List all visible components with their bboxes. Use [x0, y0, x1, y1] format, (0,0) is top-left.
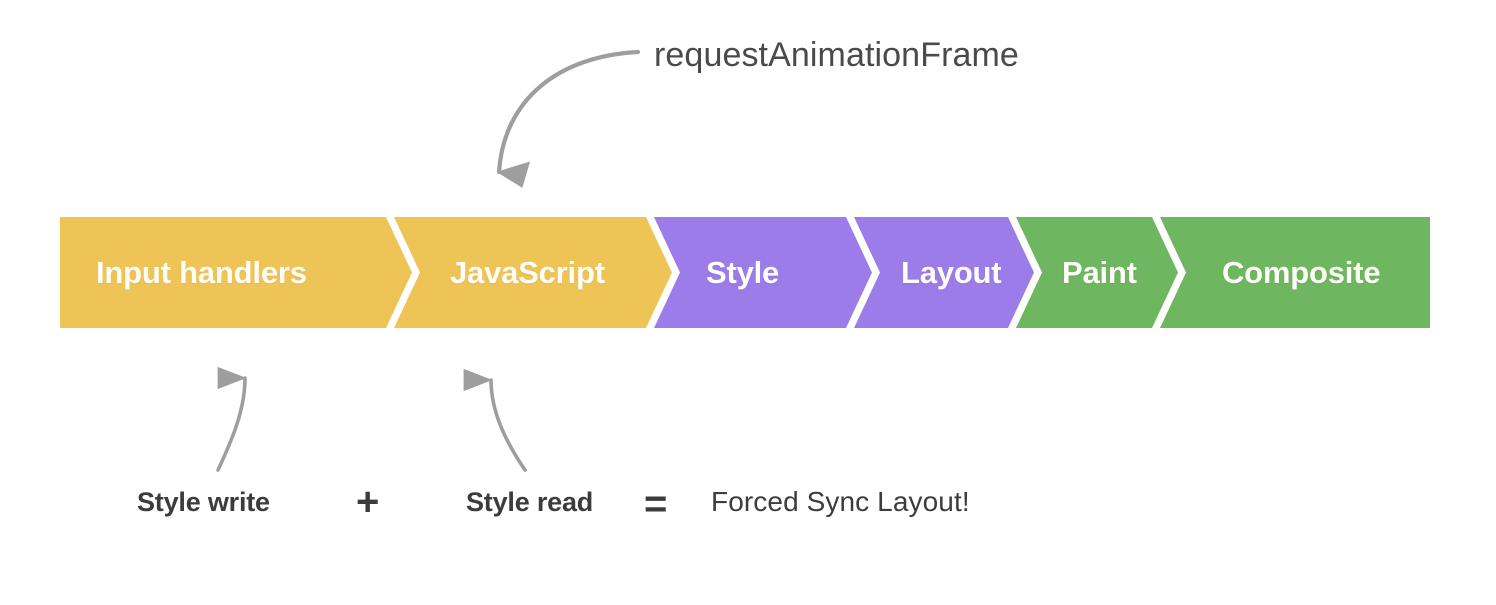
arrow-style-read-to-javascript: [463, 368, 527, 472]
pipeline-stage-composite[interactable]: Composite: [1160, 217, 1430, 328]
pipeline-stage-label: Layout: [901, 255, 1002, 290]
pipeline-stage-label: Input handlers: [96, 255, 307, 290]
pipeline-stage-input-handlers[interactable]: Input handlers: [60, 217, 412, 328]
pipeline-bar: Input handlers JavaScript Style Layout P…: [60, 217, 1430, 328]
pipeline-stage-style[interactable]: Style: [654, 217, 872, 328]
pipeline-stage-javascript[interactable]: JavaScript: [394, 217, 672, 328]
equation-operator-plus: +: [356, 480, 380, 524]
request-animation-frame-label: requestAnimationFrame: [654, 36, 1019, 74]
pipeline-stage-label: JavaScript: [450, 255, 605, 290]
arrow-style-write-to-input-handlers: [216, 366, 247, 472]
pipeline-stage-paint[interactable]: Paint: [1016, 217, 1178, 328]
equation-result-forced-sync-layout: Forced Sync Layout!: [711, 486, 970, 517]
pipeline-stage-label: Paint: [1062, 255, 1137, 290]
curved-arrow-to-javascript: [496, 49, 641, 188]
equation-term-style-read: Style read: [466, 487, 594, 517]
equation-operator-equals: =: [644, 482, 668, 526]
pipeline-stage-label: Style: [706, 255, 780, 290]
equation-term-style-write: Style write: [137, 487, 270, 517]
pipeline-stage-layout[interactable]: Layout: [854, 217, 1034, 328]
pipeline-stage-label: Composite: [1222, 255, 1381, 290]
